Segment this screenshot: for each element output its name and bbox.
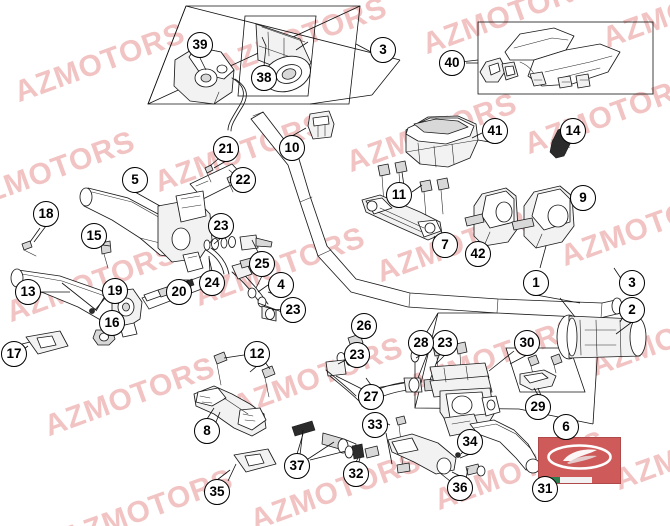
callout-23b[interactable]: 23 (280, 297, 306, 323)
callout-17[interactable]: 17 (1, 341, 27, 367)
link-8-12 (193, 351, 276, 437)
callout-11[interactable]: 11 (386, 182, 412, 208)
clip-35 (227, 448, 277, 482)
hose-26-27 (325, 330, 441, 407)
callout-18[interactable]: 18 (33, 201, 59, 227)
callout-41[interactable]: 41 (482, 118, 508, 144)
master-cylinder (424, 341, 541, 474)
callout-40[interactable]: 40 (439, 50, 465, 76)
callout-7[interactable]: 7 (432, 232, 458, 258)
callout-5[interactable]: 5 (122, 167, 148, 193)
callout-42[interactable]: 42 (465, 241, 491, 267)
callout-12[interactable]: 12 (244, 341, 270, 367)
callout-28[interactable]: 28 (408, 330, 434, 356)
decal-tricolor-bar (539, 477, 620, 483)
callout-10[interactable]: 10 (279, 135, 305, 161)
callout-13[interactable]: 13 (15, 279, 41, 305)
switch-housing-42 (464, 187, 519, 253)
brand-decal (538, 437, 621, 484)
handguard-kit (466, 27, 621, 89)
callout-19[interactable]: 19 (102, 278, 128, 304)
callout-1[interactable]: 1 (523, 270, 549, 296)
callout-23a[interactable]: 23 (208, 213, 234, 239)
callout-24[interactable]: 24 (199, 270, 225, 296)
callout-32[interactable]: 32 (343, 461, 369, 487)
callout-33[interactable]: 33 (362, 412, 388, 438)
callout-3[interactable]: 3 (619, 270, 645, 296)
callout-23d[interactable]: 23 (432, 330, 458, 356)
callout-14[interactable]: 14 (560, 118, 586, 144)
brand-swoosh-icon (547, 444, 612, 470)
grip-right (556, 297, 647, 360)
callout-6[interactable]: 6 (553, 414, 579, 440)
callout-2[interactable]: 2 (619, 297, 645, 323)
callout-26[interactable]: 26 (351, 313, 377, 339)
callout-15[interactable]: 15 (81, 223, 107, 249)
callout-31[interactable]: 31 (532, 476, 558, 502)
callout-39[interactable]: 39 (187, 32, 213, 58)
callout-25[interactable]: 25 (249, 251, 275, 277)
callout-29[interactable]: 29 (525, 394, 551, 420)
callout-8[interactable]: 8 (194, 418, 220, 444)
callout-9[interactable]: 9 (570, 185, 596, 211)
callout-27[interactable]: 27 (358, 384, 384, 410)
callout-37[interactable]: 37 (284, 453, 310, 479)
callout-20[interactable]: 20 (166, 279, 192, 305)
callout-23c[interactable]: 23 (344, 342, 370, 368)
callout-35[interactable]: 35 (204, 479, 230, 505)
fittings-23-24-25 (203, 231, 285, 322)
switch-housing-9 (511, 185, 579, 269)
callout-16[interactable]: 16 (99, 310, 125, 336)
top-cover-41 (405, 115, 483, 168)
spring-37 (291, 420, 357, 461)
clamp-29 (519, 353, 563, 399)
callout-4[interactable]: 4 (268, 272, 294, 298)
callout-38[interactable]: 38 (251, 65, 277, 91)
callout-36[interactable]: 36 (447, 475, 473, 501)
callout-21[interactable]: 21 (213, 136, 239, 162)
clutch-lever-assembly (79, 187, 213, 273)
handlebar-clamp (361, 160, 450, 245)
connector-10 (307, 110, 335, 140)
callout-30[interactable]: 30 (514, 330, 540, 356)
callout-22[interactable]: 22 (230, 167, 256, 193)
callout-34[interactable]: 34 (457, 429, 483, 455)
callout-3b[interactable]: 3 (370, 37, 396, 63)
